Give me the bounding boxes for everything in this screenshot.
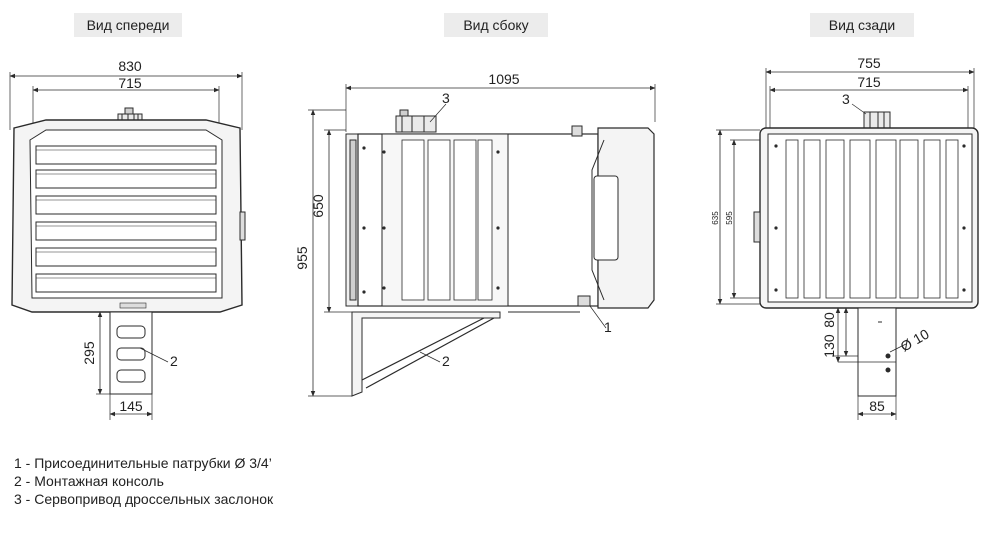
dim-rear-595: 595 bbox=[725, 211, 734, 225]
dim-side-1095: 1095 bbox=[488, 71, 519, 87]
rear-view bbox=[716, 68, 979, 420]
callout-side-console: 2 bbox=[442, 353, 450, 369]
rear-view-title: Вид сзади bbox=[810, 13, 914, 37]
callout-side-servo: 3 bbox=[442, 90, 450, 106]
legend-item-servo: 3 - Сервопривод дроссельных заслонок bbox=[14, 491, 274, 507]
dim-rear-130: 130 bbox=[821, 334, 837, 358]
dim-side-650: 650 bbox=[310, 194, 326, 218]
callout-front-console: 2 bbox=[170, 353, 178, 369]
legend-item-console: 2 - Монтажная консоль bbox=[14, 473, 164, 489]
legend-item-connectors: 1 - Присоединительные патрубки Ø 3/4’ bbox=[14, 455, 272, 471]
dim-rear-hole-diameter: Ø 10 bbox=[898, 325, 932, 354]
dim-rear-85: 85 bbox=[869, 398, 885, 414]
callout-rear-servo: 3 bbox=[842, 91, 850, 107]
dim-front-145: 145 bbox=[119, 398, 143, 414]
dim-rear-715: 715 bbox=[857, 74, 881, 90]
dim-side-955: 955 bbox=[294, 246, 310, 270]
dim-front-715: 715 bbox=[118, 75, 142, 91]
dim-rear-635: 635 bbox=[711, 211, 720, 225]
legend: 1 - Присоединительные патрубки Ø 3/4’ 2 … bbox=[14, 454, 273, 508]
dim-rear-755: 755 bbox=[857, 55, 881, 71]
dim-front-295: 295 bbox=[81, 341, 97, 365]
callout-side-connectors: 1 bbox=[604, 319, 612, 335]
side-view bbox=[308, 84, 656, 397]
dim-front-830: 830 bbox=[118, 58, 142, 74]
front-view-title: Вид спереди bbox=[74, 13, 182, 37]
side-view-title: Вид сбоку bbox=[444, 13, 548, 37]
front-view bbox=[9, 72, 246, 420]
dim-rear-80: 80 bbox=[821, 312, 837, 328]
